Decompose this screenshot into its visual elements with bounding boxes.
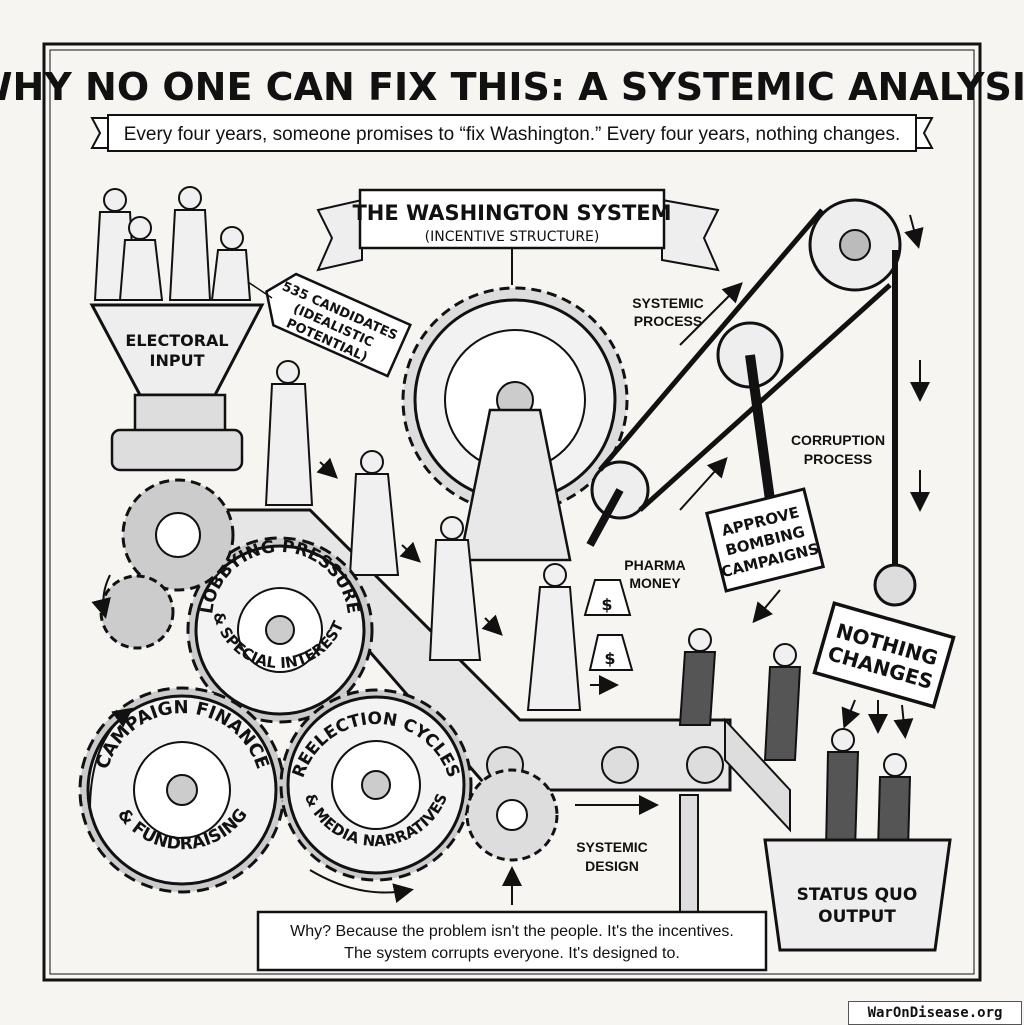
systemic-design-label: DESIGN xyxy=(585,858,639,874)
arrow-icons xyxy=(89,214,930,905)
system-title: THE WASHINGTON SYSTEM xyxy=(352,201,671,225)
page-title: WHY NO ONE CAN FIX THIS: A SYSTEMIC ANAL… xyxy=(0,65,1024,109)
pulley-system xyxy=(586,198,917,607)
svg-text:$: $ xyxy=(601,595,612,614)
electoral-input-funnel: ELECTORAL INPUT xyxy=(89,303,265,472)
washington-system-banner: THE WASHINGTON SYSTEM (INCENTIVE STRUCTU… xyxy=(316,188,720,285)
gear-campaign-icon: CAMPAIGN FINANCE & FUNDRAISING xyxy=(78,686,286,894)
nothing-changes-sign: NOTHING CHANGES xyxy=(812,601,956,709)
money-bag-icon: $ xyxy=(588,634,634,671)
outer-frame xyxy=(42,42,982,982)
pharma-money-label: PHARMA xyxy=(624,557,685,573)
gear-reelection-icon: REELECTION CYCLES & MEDIA NARRATIVES xyxy=(279,688,473,882)
candidate-figures-on-belt xyxy=(264,360,912,851)
approve-bombing-sign: APPROVE BOMBING CAMPAIGNS xyxy=(704,487,826,593)
system-subtitle: (INCENTIVE STRUCTURE) xyxy=(425,229,600,245)
funnel-label: INPUT xyxy=(150,351,205,370)
corruption-process-label: CORRUPTION xyxy=(791,432,885,448)
svg-text:STATUS QUO: STATUS QUO xyxy=(797,885,918,905)
conclusion-line: The system corrupts everyone. It's desig… xyxy=(344,945,680,962)
status-quo-output-bin: STATUS QUO OUTPUT xyxy=(763,838,952,952)
svg-text:OUTPUT: OUTPUT xyxy=(818,907,896,927)
small-gear-icon xyxy=(99,478,559,862)
subtitle-banner: Every four years, someone promises to “f… xyxy=(90,114,934,152)
conclusion-line: Why? Because the problem isn't the peopl… xyxy=(290,923,734,940)
conclusion-box: Why? Because the problem isn't the peopl… xyxy=(256,910,768,972)
candidates-figures xyxy=(93,186,252,301)
funnel-label: ELECTORAL xyxy=(125,331,228,350)
systemic-design-label: SYSTEMIC xyxy=(576,839,648,855)
pharma-money-label: MONEY xyxy=(629,575,681,591)
subtitle: Every four years, someone promises to “f… xyxy=(124,124,901,145)
money-bag-icon: $ xyxy=(583,579,632,616)
corruption-process-label: PROCESS xyxy=(804,451,872,467)
candidates-tag: 535 CANDIDATES (IDEALISTIC POTENTIAL) xyxy=(265,272,412,378)
watermark-link[interactable]: WarOnDisease.org xyxy=(848,1001,1022,1025)
systemic-process-label: SYSTEMIC xyxy=(632,295,704,311)
central-gear-icon xyxy=(401,286,629,562)
systemic-process-label: PROCESS xyxy=(634,313,702,329)
svg-text:$: $ xyxy=(604,649,615,668)
